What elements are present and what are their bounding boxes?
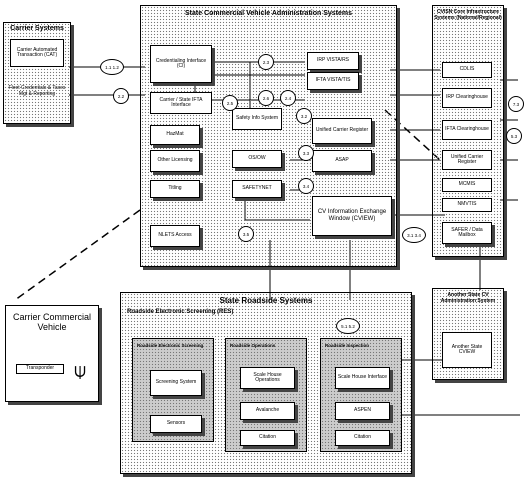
nmvtis-box: NMVTIS — [442, 198, 492, 212]
scale-iface-box: Scale House Interface — [335, 367, 390, 389]
irp-clearinghouse-box: IRP Clearinghouse — [442, 88, 492, 108]
carrier-systems-title: Carrier Systems — [10, 25, 64, 32]
screening-box: Screening System — [150, 370, 202, 396]
label-circle: 2.4 — [280, 90, 296, 106]
label-circle: 2.2 — [113, 88, 129, 104]
ops-subtitle: Roadside Operations — [230, 343, 276, 348]
label-circle: 3.5 — [238, 226, 254, 242]
other-state-title: Another State CV Administration System — [440, 292, 496, 304]
vehicle-panel: Carrier Commercial Vehicle Transponder ⍦ — [5, 305, 99, 402]
label-circle: 2.6 — [258, 90, 274, 106]
ifta-admin-box: Carrier / State IFTA Interface — [150, 92, 212, 114]
hazmat-box: HazMat — [150, 125, 200, 145]
carrier-systems-panel: Carrier Systems Carrier Automated Transa… — [3, 22, 71, 124]
safer-box: SAFER / Data Mailbox — [442, 222, 492, 244]
label-circle: 5.1 5.2 — [336, 318, 360, 334]
credentialing-box: Credentialing Interface (CI) — [150, 45, 212, 83]
vehicle-title: Carrier Commercial Vehicle — [12, 312, 91, 332]
nlets-box: NLETS Access — [150, 225, 200, 247]
label-circle: 3.2 — [296, 108, 312, 124]
link-to-core — [390, 69, 440, 161]
cat-box: Carrier Automated Transaction (CAT) — [10, 39, 64, 67]
label-circle: 2.3 — [258, 54, 274, 70]
label-circle: 3.1 3.4 — [402, 227, 426, 243]
ucr-box: Unified Carrier Register — [312, 118, 372, 144]
safetynet-box: SAFETYNET — [232, 180, 282, 198]
cview-box: CV Information Exchange Window (CVIEW) — [312, 196, 392, 236]
label-circle: 5.3 — [506, 128, 522, 144]
label-circle: 1.1 1.2 — [100, 59, 124, 75]
link-core-right — [500, 79, 518, 201]
other-state-cview-box: Another State CVIEW — [442, 332, 492, 368]
irp-box: IRP VISTA/RS — [307, 52, 359, 70]
asap-box: ASAP — [312, 150, 372, 172]
dash-left — [14, 209, 141, 301]
sensors-box: Sensors — [150, 415, 202, 433]
label-circle: 7.3 — [508, 96, 524, 112]
ifta-clearinghouse-box: IFTA Clearinghouse — [442, 120, 492, 140]
antenna-icon: ⍦ — [74, 360, 86, 382]
cdlis-box: CDLIS — [442, 62, 492, 78]
core-ucr-box: Unified Carrier Register — [442, 150, 492, 170]
citation2-box: Citation — [335, 430, 390, 446]
safety-info-box: Safety Info System — [232, 108, 282, 130]
label-circle: 3.4 — [298, 178, 314, 194]
mcmis-box: MCMIS — [442, 178, 492, 192]
other-licensing-box: Other Licensing — [150, 150, 200, 172]
fleet-label: Fleet Credentials & Taxes Mgt & Reportin… — [8, 85, 66, 97]
ifta-box: IFTA VISTA/TIS — [307, 72, 359, 90]
avalanche-box: Avalanche — [240, 402, 295, 420]
titling-box: Titling — [150, 180, 200, 198]
insp-subtitle: Roadside Inspection — [325, 343, 370, 348]
label-circle: 2.5 — [222, 95, 238, 111]
aspen-box: ASPEN — [335, 402, 390, 420]
roadside-title: State Roadside Systems — [219, 296, 313, 305]
state-admin-title: State Commercial Vehicle Administration … — [184, 10, 353, 17]
os-ow-box: OS/OW — [232, 150, 282, 168]
core-title: CVISN Core Infrastructure Systems (Natio… — [434, 9, 502, 21]
label-circle: 3.3 — [298, 145, 314, 161]
citation-box: Citation — [240, 430, 295, 446]
transponder-box: Transponder — [16, 364, 64, 374]
res-subtitle: Roadside Electronic Screening — [137, 343, 204, 348]
rec-title: Roadside Electronic Screening (RES) — [127, 309, 234, 315]
scale-house-box: Scale House Operations — [240, 367, 295, 389]
